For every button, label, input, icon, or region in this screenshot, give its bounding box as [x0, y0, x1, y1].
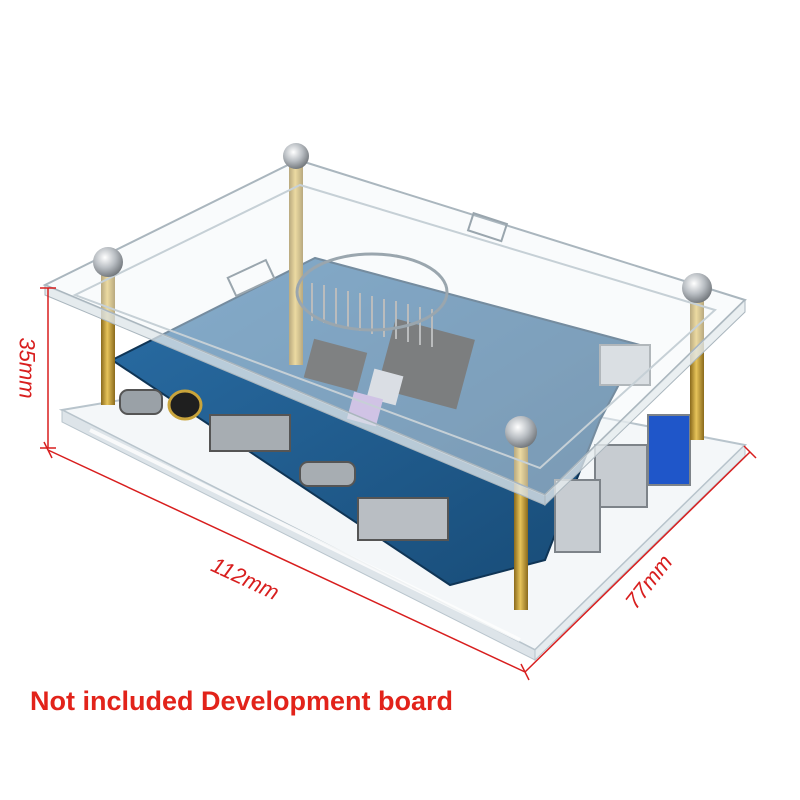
not-included-notice: Not included Development board [30, 686, 454, 716]
development-board [110, 256, 691, 587]
acorn-nuts [93, 143, 712, 448]
dimension-lines [40, 287, 757, 681]
height-dimension-label: 35mm [14, 337, 40, 399]
top-acrylic-plate [42, 158, 747, 507]
